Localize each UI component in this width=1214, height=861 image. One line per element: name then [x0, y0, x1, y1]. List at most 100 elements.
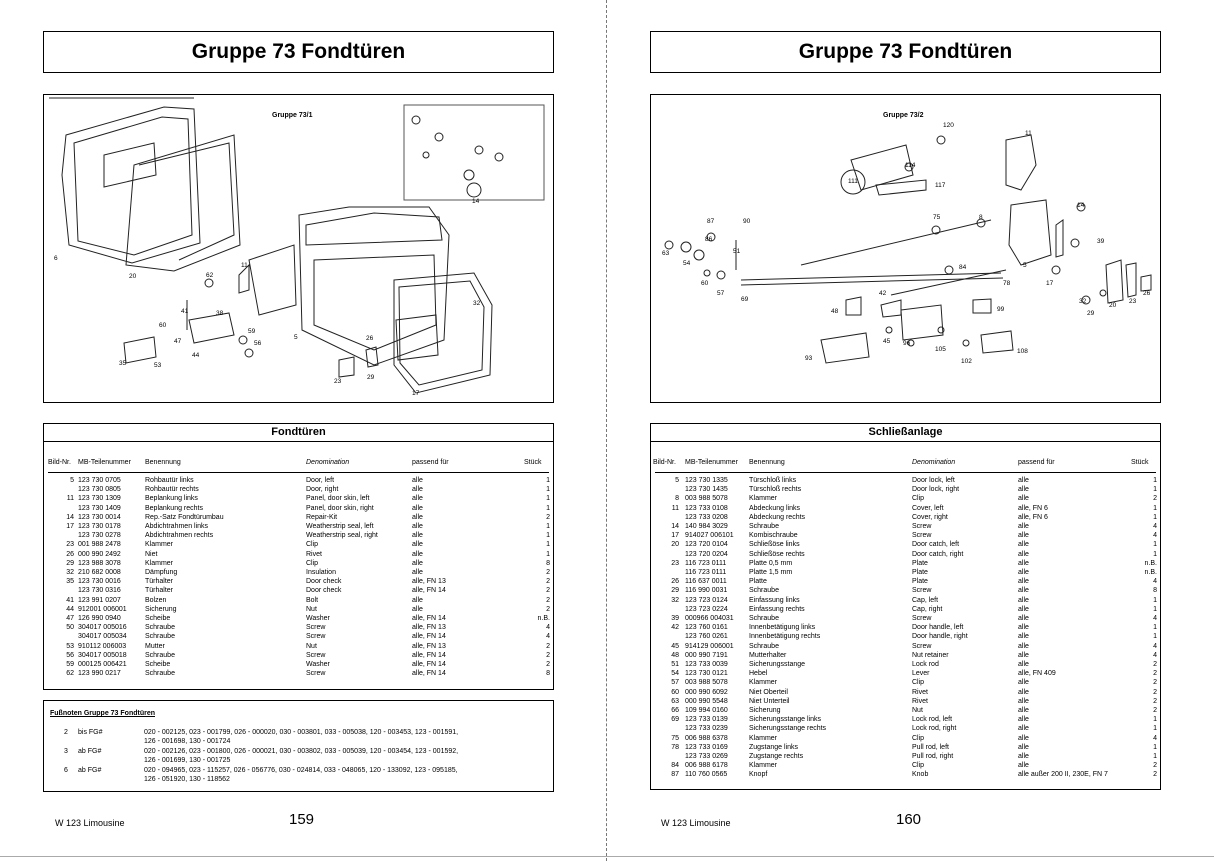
denomination-cell: Clip: [912, 495, 925, 503]
left-col-stueck: Stück: [524, 459, 542, 466]
part-number-cell: 123 720 0204: [685, 550, 728, 558]
bild-nr-cell: 17: [66, 523, 74, 530]
denomination-cell: Screw: [912, 523, 932, 530]
benennung-cell: Mutter: [145, 642, 165, 650]
passend-fuer-cell: alle: [412, 477, 423, 484]
part-number-cell: 914129 006001: [685, 642, 734, 650]
benennung-cell: Zugstange rechts: [749, 753, 804, 760]
part-number-cell: 000 990 6092: [685, 688, 728, 696]
part-number-cell: 123 760 0261: [685, 633, 728, 641]
stueck-cell: 1: [546, 523, 550, 530]
benennung-cell: Schraube: [749, 587, 779, 595]
denomination-cell: Knob: [912, 771, 929, 779]
callout-number: 47: [174, 338, 182, 345]
passend-fuer-cell: alle: [1018, 559, 1029, 567]
callout-number: 90: [743, 218, 751, 225]
bild-nr-cell: 29: [671, 587, 679, 595]
stueck-cell: 1: [1153, 605, 1157, 613]
callout-number: 120: [943, 122, 954, 129]
callout-number: 23: [1129, 298, 1137, 305]
part-number-cell: 110 760 0565: [685, 771, 728, 779]
callout-number: 8: [979, 214, 983, 221]
bild-nr-cell: 8: [675, 495, 679, 503]
footnote-line: 020 - 094965, 023 - 115257, 026 - 056776…: [144, 767, 458, 774]
stueck-cell: 8: [546, 670, 550, 678]
part-number-cell: 123 723 0124: [685, 596, 728, 604]
benennung-cell: Innenbetätigung links: [749, 624, 816, 632]
passend-fuer-cell: alle: [1018, 697, 1029, 705]
stueck-cell: 2: [546, 651, 550, 659]
page-divider: [606, 0, 607, 861]
stueck-cell: 1: [546, 550, 550, 558]
bild-nr-cell: 35: [66, 578, 74, 586]
denomination-cell: Screw: [912, 532, 932, 540]
benennung-cell: Türhalter: [145, 578, 174, 586]
callout-number: 86: [705, 236, 713, 243]
benennung-cell: Niet Unterteil: [749, 697, 790, 705]
footnote-line: 020 - 002126, 023 - 001800, 026 - 000021…: [144, 748, 459, 755]
passend-fuer-cell: alle: [1018, 486, 1029, 494]
denomination-cell: Insulation: [306, 569, 336, 576]
benennung-cell: Klammer: [749, 495, 778, 503]
benennung-cell: Niet: [145, 550, 158, 558]
stueck-cell: 2: [546, 578, 550, 586]
benennung-cell: Einfassung links: [749, 596, 800, 604]
right-header-rule: [655, 472, 1156, 473]
bild-nr-cell: 17: [671, 532, 679, 540]
stueck-cell: 2: [1153, 771, 1157, 779]
part-number-cell: 123 723 0224: [685, 605, 728, 613]
benennung-cell: Sicherungsstange links: [749, 716, 821, 724]
part-number-cell: 123 730 0805: [78, 486, 121, 494]
part-number-cell: 116 723 0111: [685, 569, 727, 576]
passend-fuer-cell: alle, FN 14: [412, 633, 446, 641]
callout-number: 60: [701, 280, 709, 287]
stueck-cell: 1: [546, 477, 550, 484]
stueck-cell: 2: [546, 642, 550, 650]
benennung-cell: Türschloß rechts: [749, 486, 802, 494]
callout-number: 51: [733, 248, 741, 255]
passend-fuer-cell: alle: [1018, 550, 1029, 558]
left-page-title: Gruppe 73 Fondtüren: [43, 31, 554, 73]
part-number-cell: 304017 005016: [78, 624, 127, 632]
stueck-cell: 1: [1153, 633, 1157, 641]
stueck-cell: 2: [1153, 688, 1157, 696]
passend-fuer-cell: alle: [1018, 569, 1029, 576]
callout-number: 17: [1046, 280, 1054, 287]
passend-fuer-cell: alle: [412, 569, 423, 576]
bild-nr-cell: 44: [66, 605, 74, 613]
benennung-cell: Abdichtrahmen rechts: [145, 532, 214, 540]
passend-fuer-cell: alle, FN 14: [412, 670, 446, 678]
passend-fuer-cell: alle: [1018, 716, 1029, 724]
right-parts-table: Schließanlage Bild-Nr. MB-Teilenummer Be…: [650, 423, 1161, 790]
part-number-cell: 000 990 2492: [78, 550, 121, 558]
denomination-cell: Screw: [912, 587, 932, 595]
bild-nr-cell: 54: [671, 670, 679, 678]
benennung-cell: Sicherungsstange rechts: [749, 725, 827, 733]
part-number-cell: 000 990 5548: [685, 697, 728, 705]
bild-nr-cell: 47: [66, 615, 74, 622]
part-number-cell: 912001 006001: [78, 605, 127, 613]
part-number-cell: 304017 005034: [78, 633, 127, 641]
callout-number: 20: [129, 273, 137, 280]
benennung-cell: Schraube: [749, 642, 779, 650]
stueck-cell: 1: [1153, 550, 1157, 558]
denomination-cell: Repair-Kit: [306, 513, 338, 521]
stueck-cell: n.B.: [537, 615, 550, 622]
